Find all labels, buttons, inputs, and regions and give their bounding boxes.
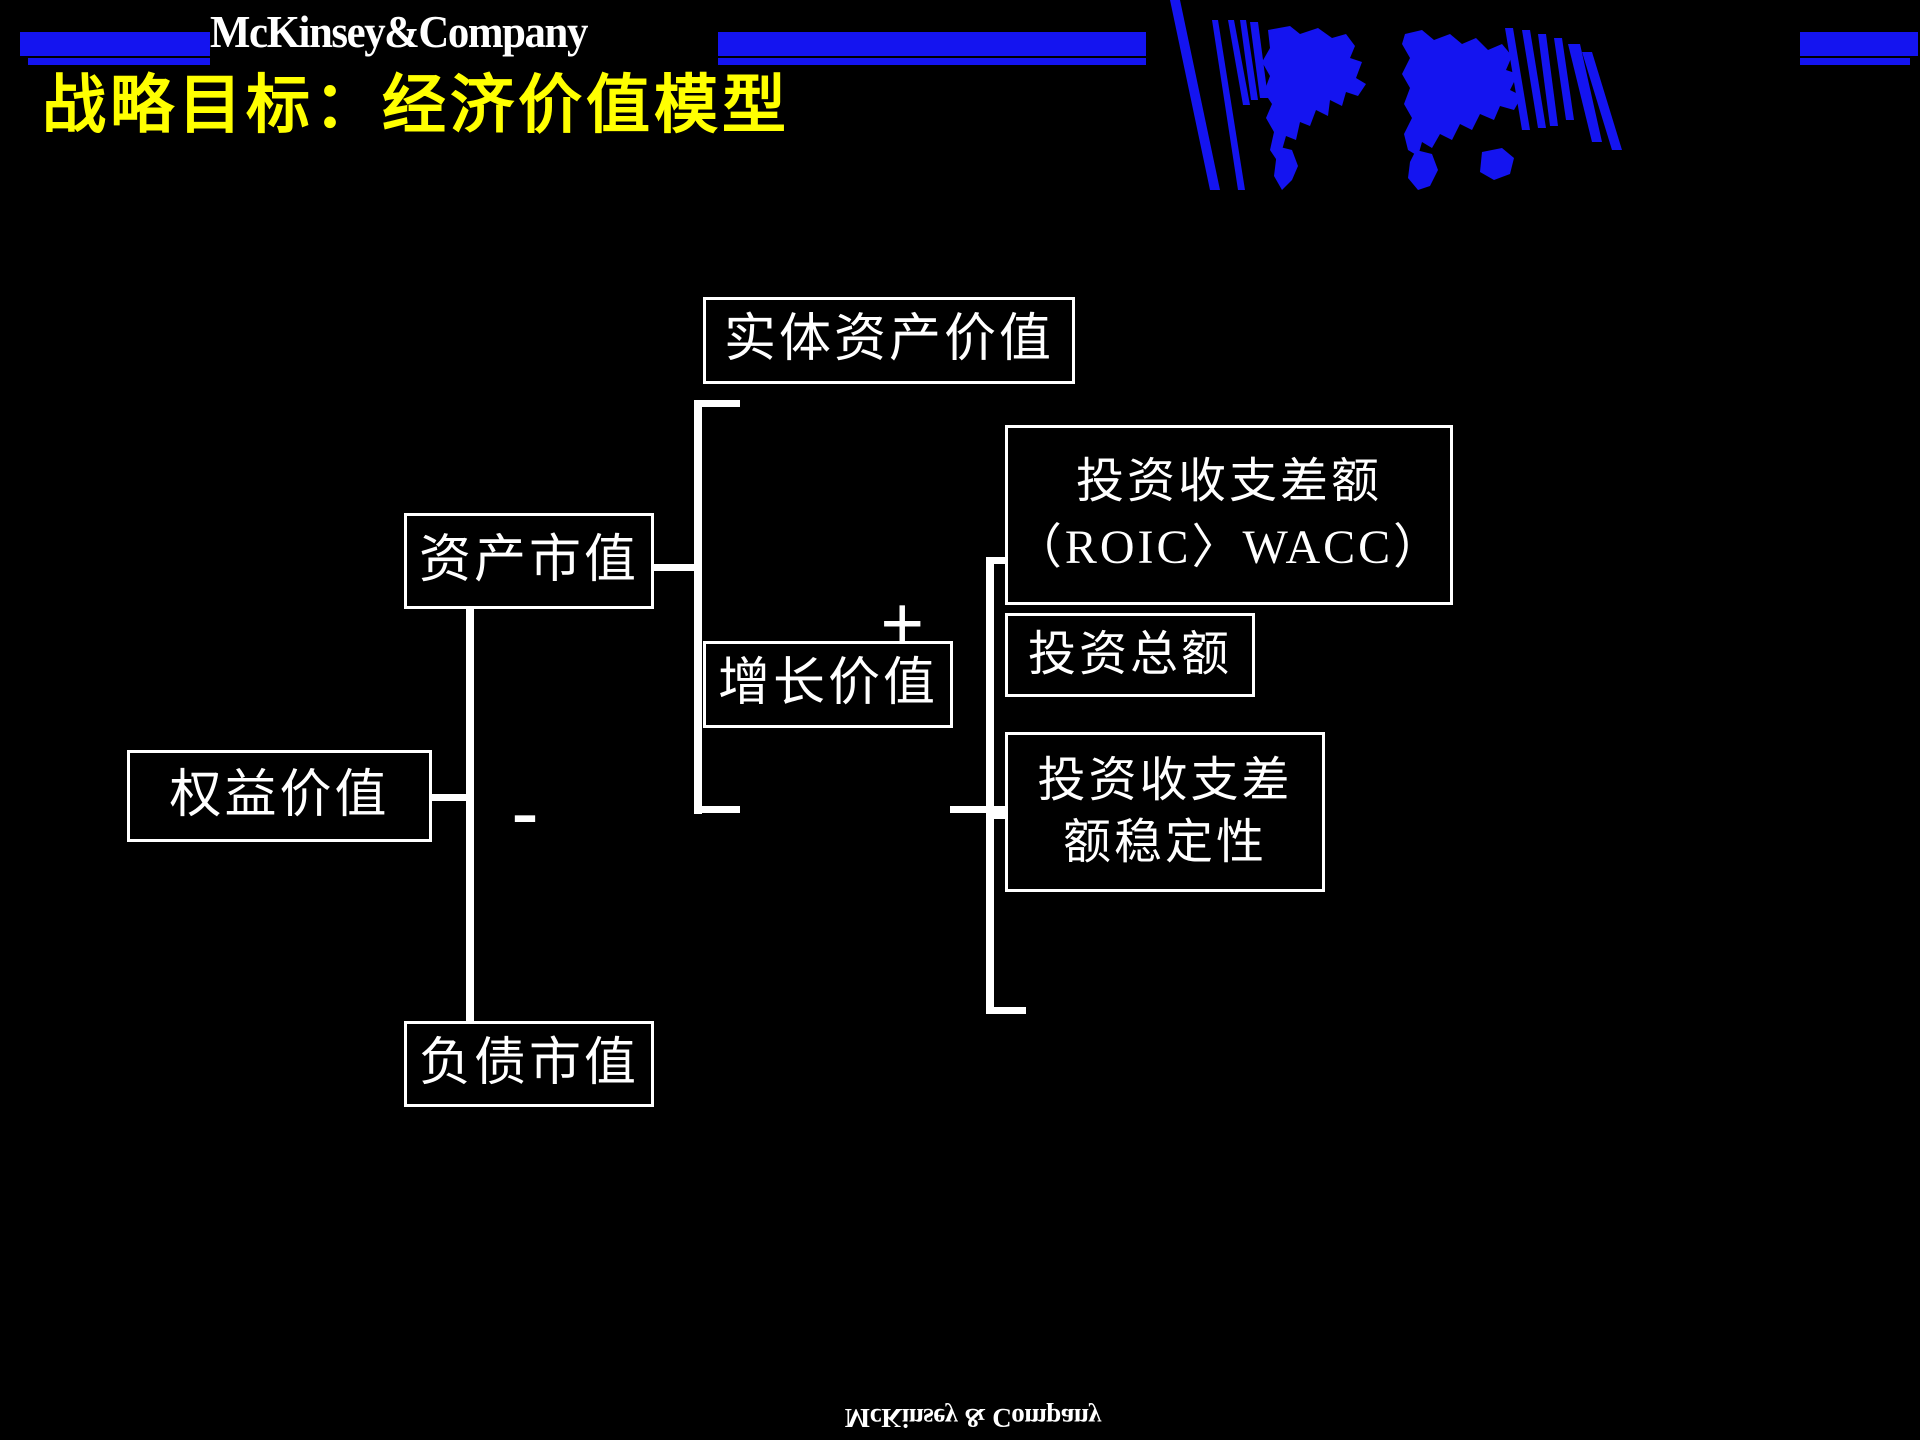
node-growth-value-label: 增长价值 [717, 655, 938, 713]
header-bar-left [20, 32, 210, 56]
connector-trunk3-to-stability-bottom [986, 1007, 1026, 1014]
connector-trunk-vertical-left [466, 560, 474, 1050]
node-asset-market-value-label: 资产市值 [418, 531, 639, 589]
node-spread-stability[interactable]: 投资收支差 额稳定性 [1005, 732, 1325, 892]
node-investment-spread-line2: （ROIC〉WACC） [1013, 521, 1445, 574]
node-investment-spread[interactable]: 投资收支差额 （ROIC〉WACC） [1005, 425, 1453, 605]
node-debt-market-value-label: 负债市值 [418, 1034, 639, 1092]
minus-operator: - [512, 767, 538, 854]
connector-trunk2-to-growth [694, 806, 740, 813]
header-bar-right [1800, 32, 1918, 56]
slide-header: McKinsey&Company [0, 0, 1920, 190]
node-growth-value[interactable]: 增长价值 [703, 641, 953, 728]
connector-trunk3-lower-vertical [986, 806, 994, 1014]
footer-mckinsey-logo: McKinsey & Company [844, 1403, 1102, 1433]
connector-trunk2-to-tangible [694, 400, 740, 407]
header-rule-right [1800, 58, 1910, 65]
connector-trunk3-vertical [986, 557, 994, 820]
node-total-investment-label: 投资总额 [1027, 628, 1232, 682]
world-map-icon [1150, 0, 1630, 190]
node-equity-value[interactable]: 权益价值 [127, 750, 432, 842]
connector-asset-to-trunk2 [650, 564, 700, 571]
node-total-investment[interactable]: 投资总额 [1005, 613, 1255, 697]
page-title: 战略目标：经济价值模型 [42, 69, 790, 143]
node-tangible-asset-value[interactable]: 实体资产价值 [703, 297, 1075, 384]
node-tangible-asset-value-label: 实体资产价值 [723, 311, 1054, 369]
node-investment-spread-line1: 投资收支差额 [1075, 455, 1382, 509]
node-asset-market-value[interactable]: 资产市值 [404, 513, 654, 609]
header-rule-left [28, 58, 210, 65]
mckinsey-logo: McKinsey&Company [210, 6, 588, 57]
header-bar-center [718, 32, 1146, 56]
node-spread-stability-line2: 额稳定性 [1062, 816, 1267, 869]
connector-growth-to-trunk3 [950, 806, 1006, 813]
connector-equity-to-trunk [430, 794, 470, 801]
node-debt-market-value[interactable]: 负债市值 [404, 1021, 654, 1107]
connector-trunk2-vertical [694, 400, 702, 814]
plus-operator: + [880, 580, 925, 667]
node-equity-value-label: 权益价值 [169, 766, 390, 824]
node-spread-stability-line1: 投资收支差 [1037, 754, 1293, 808]
header-rule-center [718, 58, 1146, 65]
